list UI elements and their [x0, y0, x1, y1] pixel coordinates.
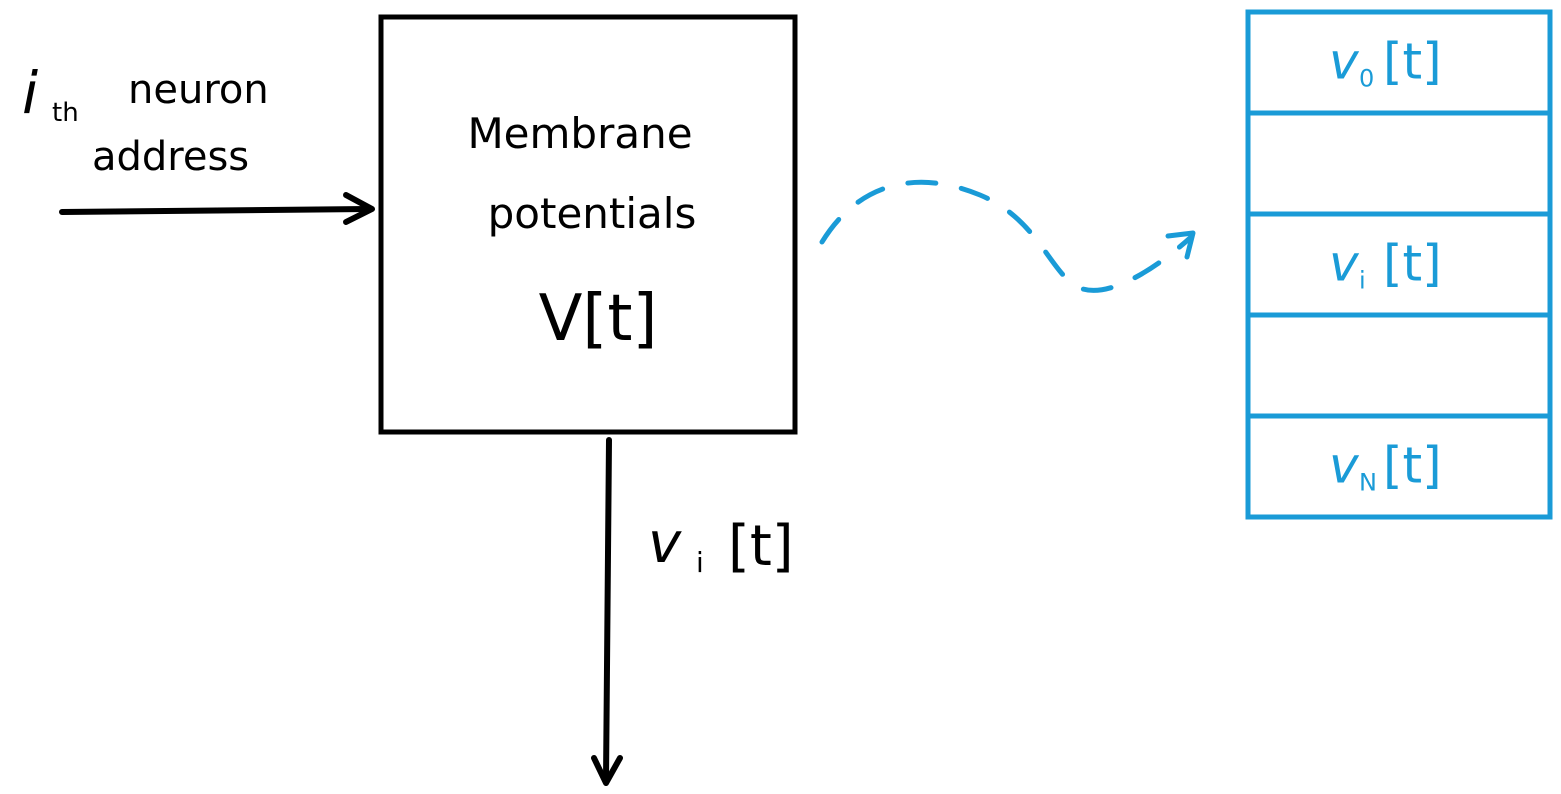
dashed-connector-arrowhead [1165, 230, 1196, 260]
memory-cell-suffix: [t] [1383, 33, 1442, 91]
memory-cell-suffix: [t] [1383, 437, 1442, 495]
memory-cell-border [1245, 110, 1553, 217]
block-title-line2: potentials [488, 189, 697, 238]
block-symbol: V[t] [539, 282, 658, 356]
memory-cell-border [1245, 312, 1553, 419]
memory-cell-subscript: N [1359, 469, 1377, 497]
memory-cell-suffix: [t] [1383, 235, 1442, 293]
output-label: v i [t] [648, 511, 794, 579]
memory-cell [1245, 312, 1553, 419]
memory-cell-symbol: v [1329, 437, 1360, 495]
membrane-potentials-block: Membrane potentials V[t] [378, 14, 798, 435]
block-title-line1: Membrane [467, 109, 692, 158]
memory-cell-symbol: v [1329, 33, 1360, 91]
input-label-line2: address [92, 134, 249, 180]
input-label-line1: neuron [128, 67, 269, 113]
output-subscript: i [696, 546, 704, 579]
memory-cell-border [1245, 413, 1553, 520]
dashed-connector [819, 179, 1193, 293]
input-index-subscript: th [52, 98, 79, 128]
memory-cell-symbol: v [1329, 235, 1360, 293]
output-arrow [591, 437, 623, 786]
output-symbol: v [648, 511, 682, 576]
input-label: i th neuron address [22, 59, 269, 180]
memory-cell [1245, 110, 1553, 217]
output-suffix: [t] [728, 514, 794, 579]
memory-cell-subscript: i [1359, 267, 1366, 295]
input-arrow [59, 192, 375, 225]
memory-cell-subscript: 0 [1359, 65, 1374, 93]
input-index-symbol: i [22, 59, 38, 127]
